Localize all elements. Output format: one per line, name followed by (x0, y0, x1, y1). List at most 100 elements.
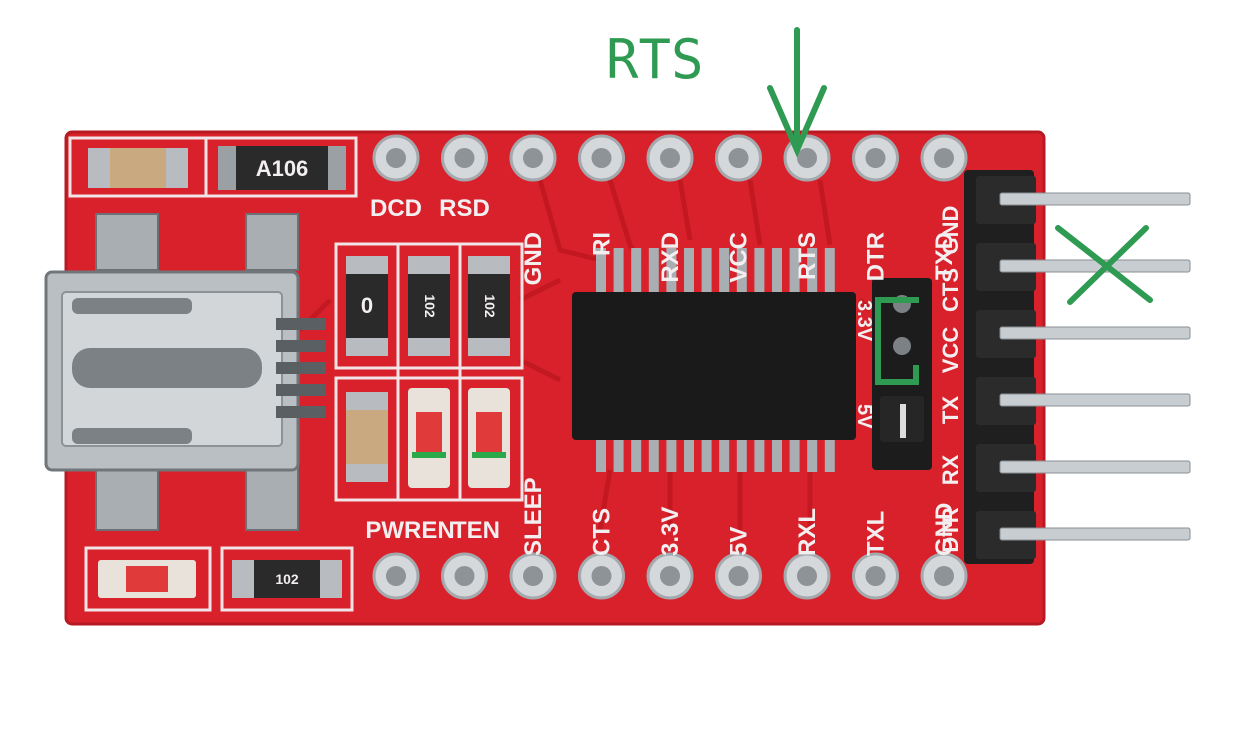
pin-label: 5V (726, 527, 753, 556)
rts-annotation-label: RTS (606, 28, 704, 91)
resistor-marking: 102 (275, 571, 299, 587)
pin-label: RSD (439, 195, 490, 222)
chip-pin (631, 248, 642, 294)
header-pin-label: TX (938, 396, 963, 424)
ftdi-chip (572, 248, 856, 472)
chip-pin (772, 248, 782, 294)
capacitor-middle (346, 392, 388, 482)
pin-label: TXD (931, 232, 958, 280)
through-hole (865, 148, 886, 168)
resistor-102-a: 102 (408, 256, 450, 356)
through-hole (523, 148, 543, 168)
chip-pin (824, 438, 835, 472)
header-housing (964, 170, 1034, 564)
chip-pin (754, 438, 765, 472)
annotations: RTS (606, 27, 1153, 385)
pin-label: DTR (863, 232, 890, 281)
header-pin-label: VCC (938, 327, 963, 374)
chip-pin (684, 248, 694, 294)
chip-pin (754, 248, 765, 294)
pin-label: RXL (794, 508, 821, 556)
chip-pin (701, 438, 712, 472)
chip-pin (807, 248, 818, 294)
cross-mark-icon (1055, 225, 1153, 305)
pin-label: 3.3V (657, 507, 684, 556)
header-pin-label: RX (938, 454, 963, 485)
header-pin (999, 527, 1191, 541)
chip-pin (596, 248, 606, 294)
header-pin (999, 460, 1191, 474)
pin-label: PWREN (365, 517, 454, 544)
chip-pin (789, 438, 800, 472)
top-pin-row: DCD RSD GND RI RXD VCC RTS DTR TXD (370, 134, 968, 285)
through-hole (797, 148, 817, 168)
jumper-label-3v3: 3.3V (853, 300, 875, 342)
pin-label: SLEEP (520, 477, 547, 556)
diode-marking: A106 (256, 156, 309, 181)
pin-label: DCD (370, 195, 422, 222)
pin-label: CTS (589, 508, 616, 556)
chip-pin (772, 438, 782, 472)
resistor-bottom: 102 (232, 560, 342, 598)
down-arrow-icon (767, 27, 827, 158)
pin-label: RI (589, 232, 616, 256)
capacitor-top-left (88, 148, 188, 188)
header-pin (999, 192, 1191, 206)
through-hole (797, 566, 817, 586)
mini-usb-connector (44, 213, 326, 531)
through-hole (728, 566, 749, 586)
through-hole (386, 148, 406, 168)
through-hole (865, 566, 886, 586)
through-hole (386, 566, 406, 586)
resistor-0: 0 (346, 256, 388, 356)
pin-label: GND (520, 232, 547, 285)
chip-pin (666, 248, 677, 294)
chip-pin (789, 248, 800, 294)
jumper-label-5v: 5V (853, 404, 875, 429)
header-pin (999, 393, 1191, 407)
chip-pin (631, 438, 642, 472)
through-hole (934, 148, 954, 168)
through-hole (660, 148, 680, 168)
led-tx (468, 388, 510, 488)
led-power (98, 560, 196, 598)
chip-pin (736, 248, 747, 294)
voltage-jumper: 3.3V 5V (853, 278, 932, 470)
chip-pin (719, 438, 730, 472)
bracket-icon (875, 297, 919, 385)
pin-label: TEN (452, 517, 500, 544)
resistor-102-b: 102 (468, 256, 510, 356)
through-hole (523, 566, 543, 586)
pin-label: TXL (863, 511, 890, 556)
chip-pin (824, 248, 835, 294)
through-hole (591, 148, 612, 168)
resistor-marking: 0 (361, 293, 373, 318)
chip-pin (648, 248, 659, 294)
through-hole (934, 566, 954, 586)
silkscreen-outlines (68, 136, 524, 612)
pin-label: RTS (794, 232, 821, 280)
chip-pin (613, 248, 624, 294)
through-hole (454, 566, 475, 586)
header-pin (999, 259, 1191, 273)
resistor-marking: 102 (482, 294, 498, 318)
chip-pin (736, 438, 747, 472)
header-pin (999, 326, 1191, 340)
chip-pin (719, 248, 730, 294)
diode-a106: A106 (218, 146, 346, 190)
chip-pin (648, 438, 659, 472)
chip-pin (613, 438, 624, 472)
header-pin-label: DTR (938, 507, 963, 552)
pin-label: RXD (657, 232, 684, 283)
chip-pin (666, 438, 677, 472)
resistor-marking: 102 (422, 294, 438, 318)
through-hole (454, 148, 475, 168)
chip-pin (807, 438, 818, 472)
through-hole (728, 148, 749, 168)
chip-pin (701, 248, 712, 294)
chip-pin (596, 438, 606, 472)
pin-label: VCC (726, 232, 753, 283)
